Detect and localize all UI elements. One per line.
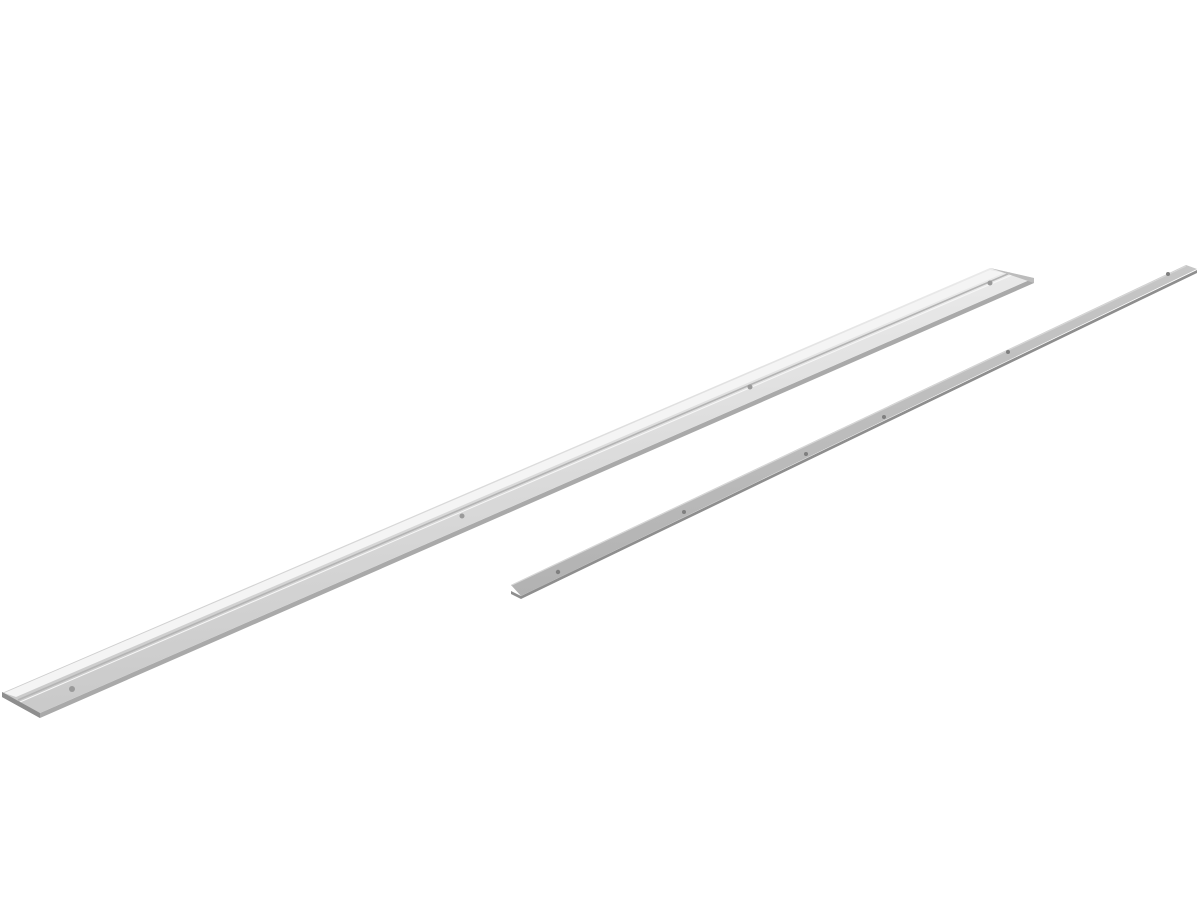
- narrow-bar-hole: [555, 569, 561, 575]
- narrow-bar-hole: [682, 510, 686, 514]
- wide-rail-face: [2, 268, 1034, 713]
- wide-rail-hole: [459, 513, 465, 519]
- narrow-bar-highlight: [511, 265, 1187, 586]
- narrow-bar-hole: [1166, 272, 1170, 276]
- wide-aluminum-rail: [2, 268, 1034, 718]
- wide-rail-right-end: [990, 268, 1034, 283]
- wide-rail-groove: [17, 272, 1011, 701]
- narrow-bar-hole: [882, 415, 886, 419]
- wide-rail-hole: [69, 686, 75, 692]
- narrow-bar-hole: [804, 452, 808, 456]
- narrow-bar-hole: [1006, 350, 1010, 354]
- wide-rail-hole: [747, 384, 753, 390]
- wide-rail-left-end: [2, 692, 40, 718]
- wide-rail-hole: [987, 280, 993, 286]
- narrow-steel-bar: [511, 265, 1197, 599]
- wide-rail-highlight: [4, 270, 1004, 697]
- wide-rail-groove-highlight: [19, 274, 1013, 703]
